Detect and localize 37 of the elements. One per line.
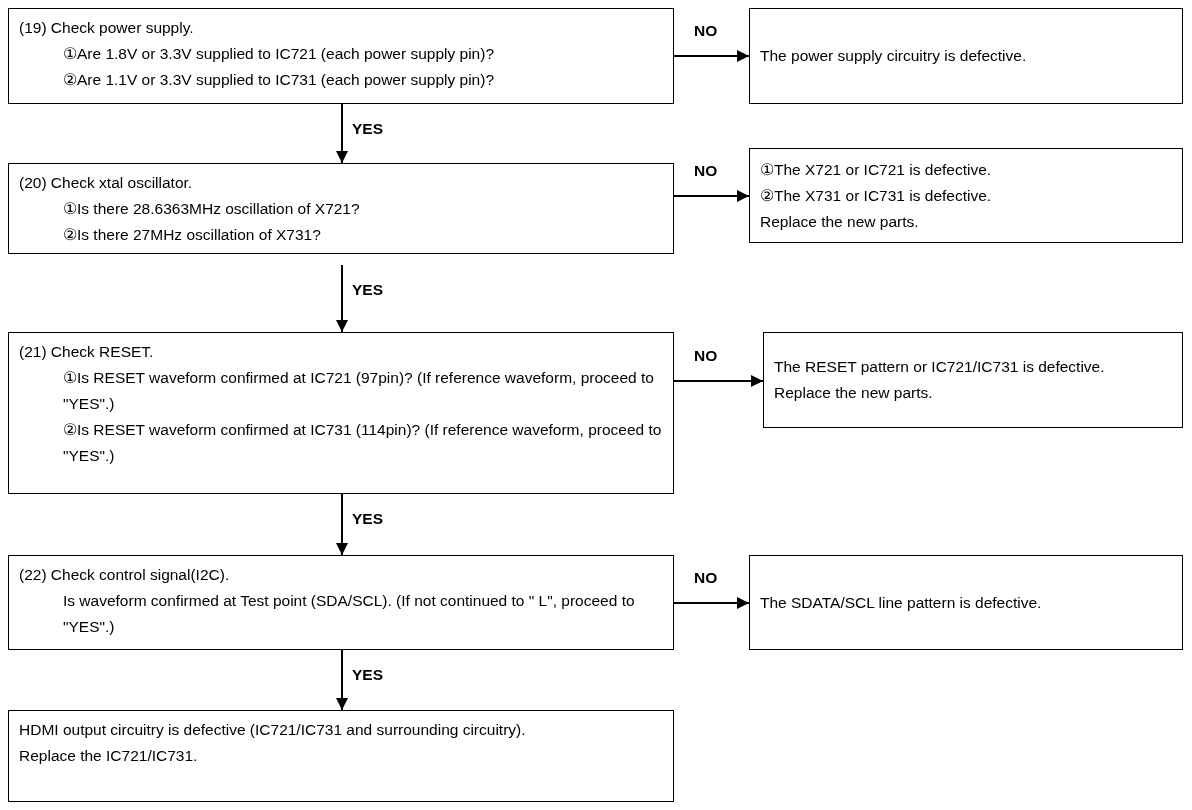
result-box: [763, 332, 1183, 428]
box-text: The RESET pattern or IC721/IC731 is defective.: [774, 357, 1106, 377]
box-text: (21) Check RESET.: [19, 342, 155, 362]
box-text: (22) Check control signal(I2C).: [19, 565, 231, 585]
box-text: ②Are 1.1V or 3.3V supplied to IC731 (each power supply pin)?: [62, 70, 496, 90]
box-text: Replace the IC721/IC731.: [19, 746, 199, 766]
box-text: Replace the new parts.: [760, 211, 920, 232]
result-box: [749, 148, 1183, 243]
arrow: [336, 264, 348, 333]
box-text: HDMI output circuitry is defective (IC721/IC731 and surrounding circuitry).: [19, 720, 527, 740]
arrow: [673, 50, 750, 62]
arrow: [336, 103, 348, 164]
arrow: [673, 190, 750, 202]
process-box: [8, 555, 674, 650]
box-text: The SDATA/SCL line pattern is defective.: [760, 592, 1043, 613]
box-text: Is waveform confirmed at Test point (SDA/SCL). (If not continued to " L", proceed to "YES".): [62, 591, 636, 637]
result-box: [749, 8, 1183, 104]
process-box: [8, 332, 674, 494]
box-text: ②Is RESET waveform confirmed at IC731 (114pin)? (If reference waveform, proceed to "YES".): [62, 420, 663, 466]
arrow: [336, 493, 348, 556]
box-text: The power supply circuitry is defective.: [760, 46, 1028, 66]
box-text: (20) Check xtal oscillator.: [19, 173, 194, 193]
box-text: ①Are 1.8V or 3.3V supplied to IC721 (each power supply pin)?: [62, 44, 496, 64]
box-text: ①The X721 or IC721 is defective.: [760, 159, 993, 180]
box-text: ②The X731 or IC731 is defective.: [760, 185, 993, 206]
process-box: [8, 8, 674, 104]
arrow: [673, 375, 764, 387]
result-box: [8, 710, 674, 802]
box-text: ②Is there 27MHz oscillation of X731?: [62, 225, 322, 245]
arrow: [673, 597, 750, 609]
box-text: (19) Check power supply.: [19, 18, 195, 38]
result-box: [749, 555, 1183, 650]
process-box: [8, 163, 674, 254]
arrow: [336, 649, 348, 711]
box-text: ①Is there 28.6363MHz oscillation of X721?: [62, 199, 361, 219]
box-text: Replace the new parts.: [774, 383, 934, 403]
box-text: ①Is RESET waveform confirmed at IC721 (97pin)? (If reference waveform, proceed to "YES".): [62, 368, 655, 414]
